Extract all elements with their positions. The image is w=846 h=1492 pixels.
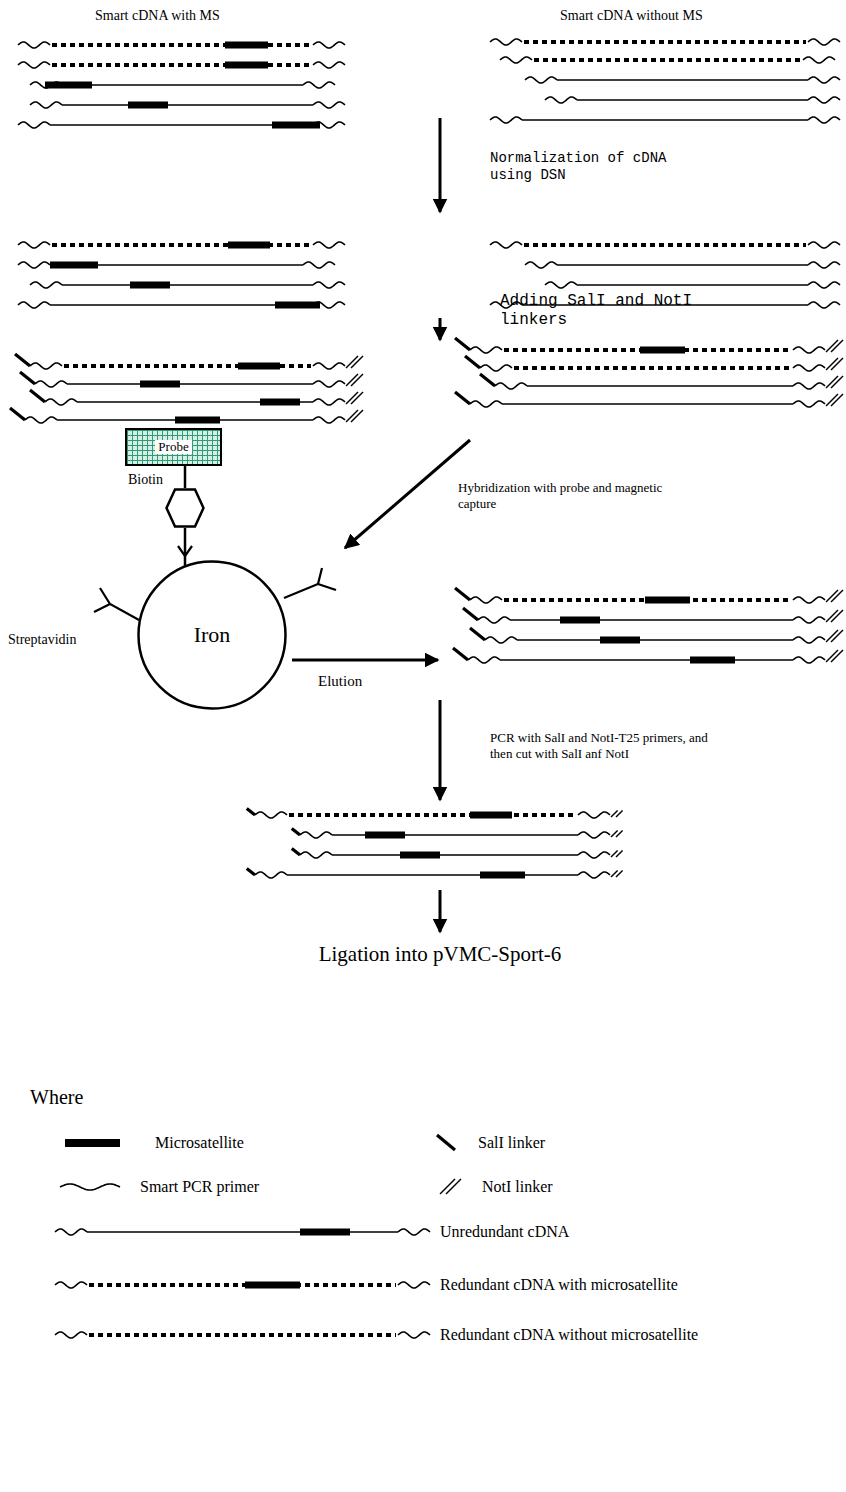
cdna-molecule xyxy=(18,42,345,49)
cdna-molecule xyxy=(292,848,623,858)
cdna-molecule xyxy=(18,122,345,129)
streptavidin-symbol xyxy=(318,584,336,590)
legend-text: Redundant cDNA with microsatellite xyxy=(440,1276,678,1293)
streptavidin-symbol xyxy=(284,568,322,598)
cdna-molecule xyxy=(463,608,843,624)
cdna-molecule xyxy=(292,828,623,838)
legend-entry: SalI linker xyxy=(478,1133,545,1152)
cdna-sample xyxy=(55,1332,430,1338)
node-text: Biotin xyxy=(128,472,163,488)
cdna-molecule xyxy=(490,117,840,123)
part-name: Streptavidin xyxy=(8,632,76,649)
microsatellite-sample xyxy=(65,1139,120,1147)
cdna-molecule xyxy=(525,262,840,268)
cdna-molecule xyxy=(465,356,843,371)
probe-box: Probe xyxy=(125,428,222,466)
cdna-molecule xyxy=(470,628,843,644)
cdna-molecule xyxy=(545,97,840,103)
step-arrow xyxy=(439,118,442,212)
legend-text: Redundant cDNA without microsatellite xyxy=(440,1326,698,1343)
step-label: Elution xyxy=(318,672,362,690)
cdna-molecule xyxy=(10,408,363,424)
legend-heading: Where xyxy=(30,1085,83,1109)
step-arrow xyxy=(439,890,442,932)
connector-line xyxy=(184,466,187,488)
result-label: Ligation into pVMC-Sport-6 xyxy=(319,942,562,967)
legend-text: NotI linker xyxy=(482,1178,553,1195)
smart-primer-sample xyxy=(60,1184,120,1190)
legend-text: Unredundant cDNA xyxy=(440,1223,569,1240)
legend-entry: Redundant cDNA with microsatellite xyxy=(440,1275,678,1294)
legend-entry: NotI linker xyxy=(482,1177,553,1196)
sali-linker-sample xyxy=(437,1135,455,1150)
cdna-molecule xyxy=(18,262,335,269)
iron-bead: Iron xyxy=(137,560,287,710)
step-label: Normalization of cDNA using DSN xyxy=(490,150,690,184)
group-heading: Smart cDNA with MS xyxy=(95,8,220,25)
cdna-illustration xyxy=(10,39,843,932)
node-text: Iron xyxy=(194,622,231,647)
cdna-molecule xyxy=(247,868,623,878)
cdna-molecule xyxy=(500,57,835,63)
biotin-hexagon: Biotin xyxy=(165,488,205,528)
cdna-molecule xyxy=(30,82,335,89)
connector-line xyxy=(184,528,187,566)
streptavidin-symbol xyxy=(100,588,139,620)
biotin-hexagon-outline xyxy=(165,488,205,528)
cdna-molecule xyxy=(455,338,843,354)
cdna-molecule xyxy=(455,392,843,407)
cdna-molecule xyxy=(18,62,345,69)
cdna-molecule xyxy=(247,808,623,818)
step-label: Adding SalI and NotI linkers xyxy=(500,292,720,330)
legend-entry: Microsatellite xyxy=(155,1133,244,1152)
cdna-molecule xyxy=(490,39,840,45)
noti-linker-sample xyxy=(446,1179,461,1194)
legend-text: Smart PCR primer xyxy=(140,1178,259,1195)
legend-samples xyxy=(55,1135,461,1338)
step-arrow xyxy=(345,440,470,548)
cdna-molecule xyxy=(525,77,840,83)
cdna-molecule xyxy=(453,648,843,664)
legend-text: SalI linker xyxy=(478,1134,545,1151)
cdna-molecule xyxy=(15,354,363,370)
legend-entry: Smart PCR primer xyxy=(140,1177,259,1196)
cdna-molecule xyxy=(545,282,840,288)
cdna-molecule xyxy=(455,588,843,604)
streptavidin-symbol xyxy=(94,604,110,612)
step-arrow xyxy=(439,700,442,800)
step-label: Hybridization with probe and magnetic ca… xyxy=(458,480,698,511)
node-text: Probe xyxy=(155,440,191,455)
cdna-sample xyxy=(55,1229,430,1236)
cdna-molecule xyxy=(30,282,345,289)
legend-text: Microsatellite xyxy=(155,1134,244,1151)
legend-entry: Unredundant cDNA xyxy=(440,1222,569,1241)
legend-entry: Redundant cDNA without microsatellite xyxy=(440,1325,698,1344)
cdna-molecule xyxy=(20,372,363,388)
step-arrow xyxy=(439,318,442,340)
step-arrow xyxy=(292,659,438,662)
cdna-molecule xyxy=(490,242,840,248)
step-label: PCR with SalI and NotI-T25 primers, and … xyxy=(490,730,720,761)
cdna-molecule xyxy=(30,102,345,109)
cdna-molecule xyxy=(18,242,345,249)
cdna-molecule xyxy=(480,374,843,389)
cdna-molecule xyxy=(18,302,345,309)
cdna-molecule xyxy=(30,390,363,406)
cdna-sample xyxy=(55,1282,430,1289)
group-heading: Smart cDNA without MS xyxy=(560,8,703,25)
